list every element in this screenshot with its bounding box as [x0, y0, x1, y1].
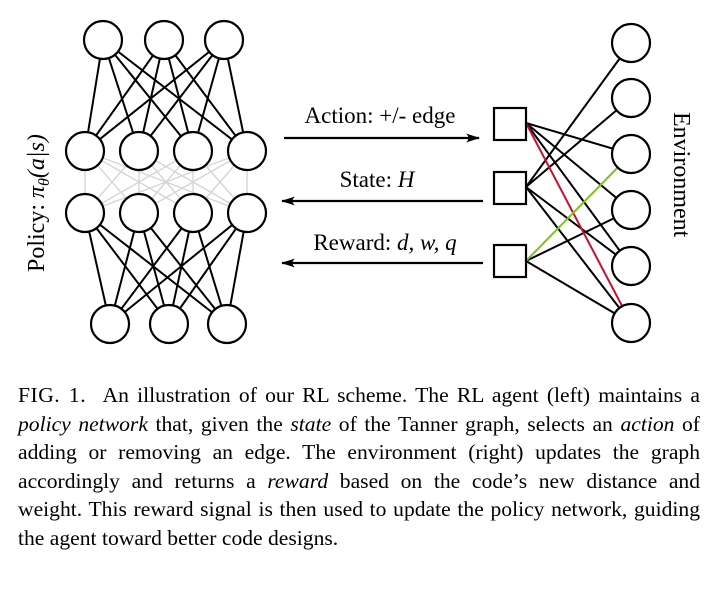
removed-edge: [525, 122, 632, 324]
caption-text: of adding or removing an edge. The envir…: [18, 411, 700, 493]
output-node: [148, 303, 190, 345]
input-node: [143, 19, 185, 61]
check-node: [492, 106, 528, 142]
policy-network-nodes: [64, 19, 268, 345]
rl-scheme-figure: Policy: πθ(a|s) Action: +/- edge State: …: [24, 19, 694, 345]
caption-italic: state: [290, 411, 332, 436]
state-symbol: H: [397, 167, 416, 192]
hidden-node: [226, 192, 268, 234]
caption-text: of the Tanner graph, selects an: [331, 411, 621, 436]
variable-nodes: [610, 22, 652, 344]
variable-node: [610, 189, 652, 231]
policy-args: (a|s): [24, 134, 50, 178]
figure-caption: FIG. 1. An illustration of our RL scheme…: [18, 381, 700, 552]
hidden-node: [64, 192, 106, 234]
caption-text: based on the code’s new distance and wei…: [18, 468, 701, 550]
environment-label: Environment: [668, 112, 694, 238]
policy-label: Policy: πθ(a|s): [24, 134, 53, 272]
input-node: [82, 19, 124, 61]
variable-node: [610, 133, 652, 175]
variable-node: [610, 22, 652, 64]
reward-label: Reward: d, w, q: [313, 230, 456, 255]
hidden-node: [118, 130, 160, 172]
tanner-graph-edges: [525, 42, 632, 324]
state-label: State: H: [340, 167, 416, 192]
output-node: [206, 303, 248, 345]
caption-italic: policy network: [18, 411, 148, 436]
caption-italic: action: [620, 411, 675, 436]
caption-text: that, given the: [147, 411, 291, 436]
caption-text: An illustration of our RL scheme. The RL…: [102, 383, 700, 407]
hidden-node: [118, 192, 160, 234]
variable-node: [610, 245, 652, 287]
caption-italic: reward: [267, 468, 329, 493]
reward-symbols: d, w, q: [397, 230, 457, 255]
check-nodes: [492, 106, 528, 279]
hidden-node: [172, 192, 214, 234]
state-label-text: State:: [340, 167, 398, 192]
hidden-node: [64, 130, 106, 172]
hidden-node: [172, 130, 214, 172]
variable-node: [610, 77, 652, 119]
policy-label-text: Policy:: [24, 198, 50, 272]
check-node: [492, 170, 528, 206]
policy-subscript: θ: [36, 178, 53, 186]
added-edge: [525, 153, 632, 262]
output-node: [89, 303, 131, 345]
check-node: [492, 243, 528, 279]
variable-node: [610, 302, 652, 344]
hidden-node: [226, 130, 268, 172]
policy-network-edges: [84, 39, 248, 325]
reward-label-text: Reward:: [313, 230, 397, 255]
action-label: Action: +/- edge: [305, 103, 456, 128]
input-node: [203, 19, 245, 61]
policy-symbol: π: [24, 185, 50, 198]
caption-label: FIG. 1.: [18, 383, 87, 407]
